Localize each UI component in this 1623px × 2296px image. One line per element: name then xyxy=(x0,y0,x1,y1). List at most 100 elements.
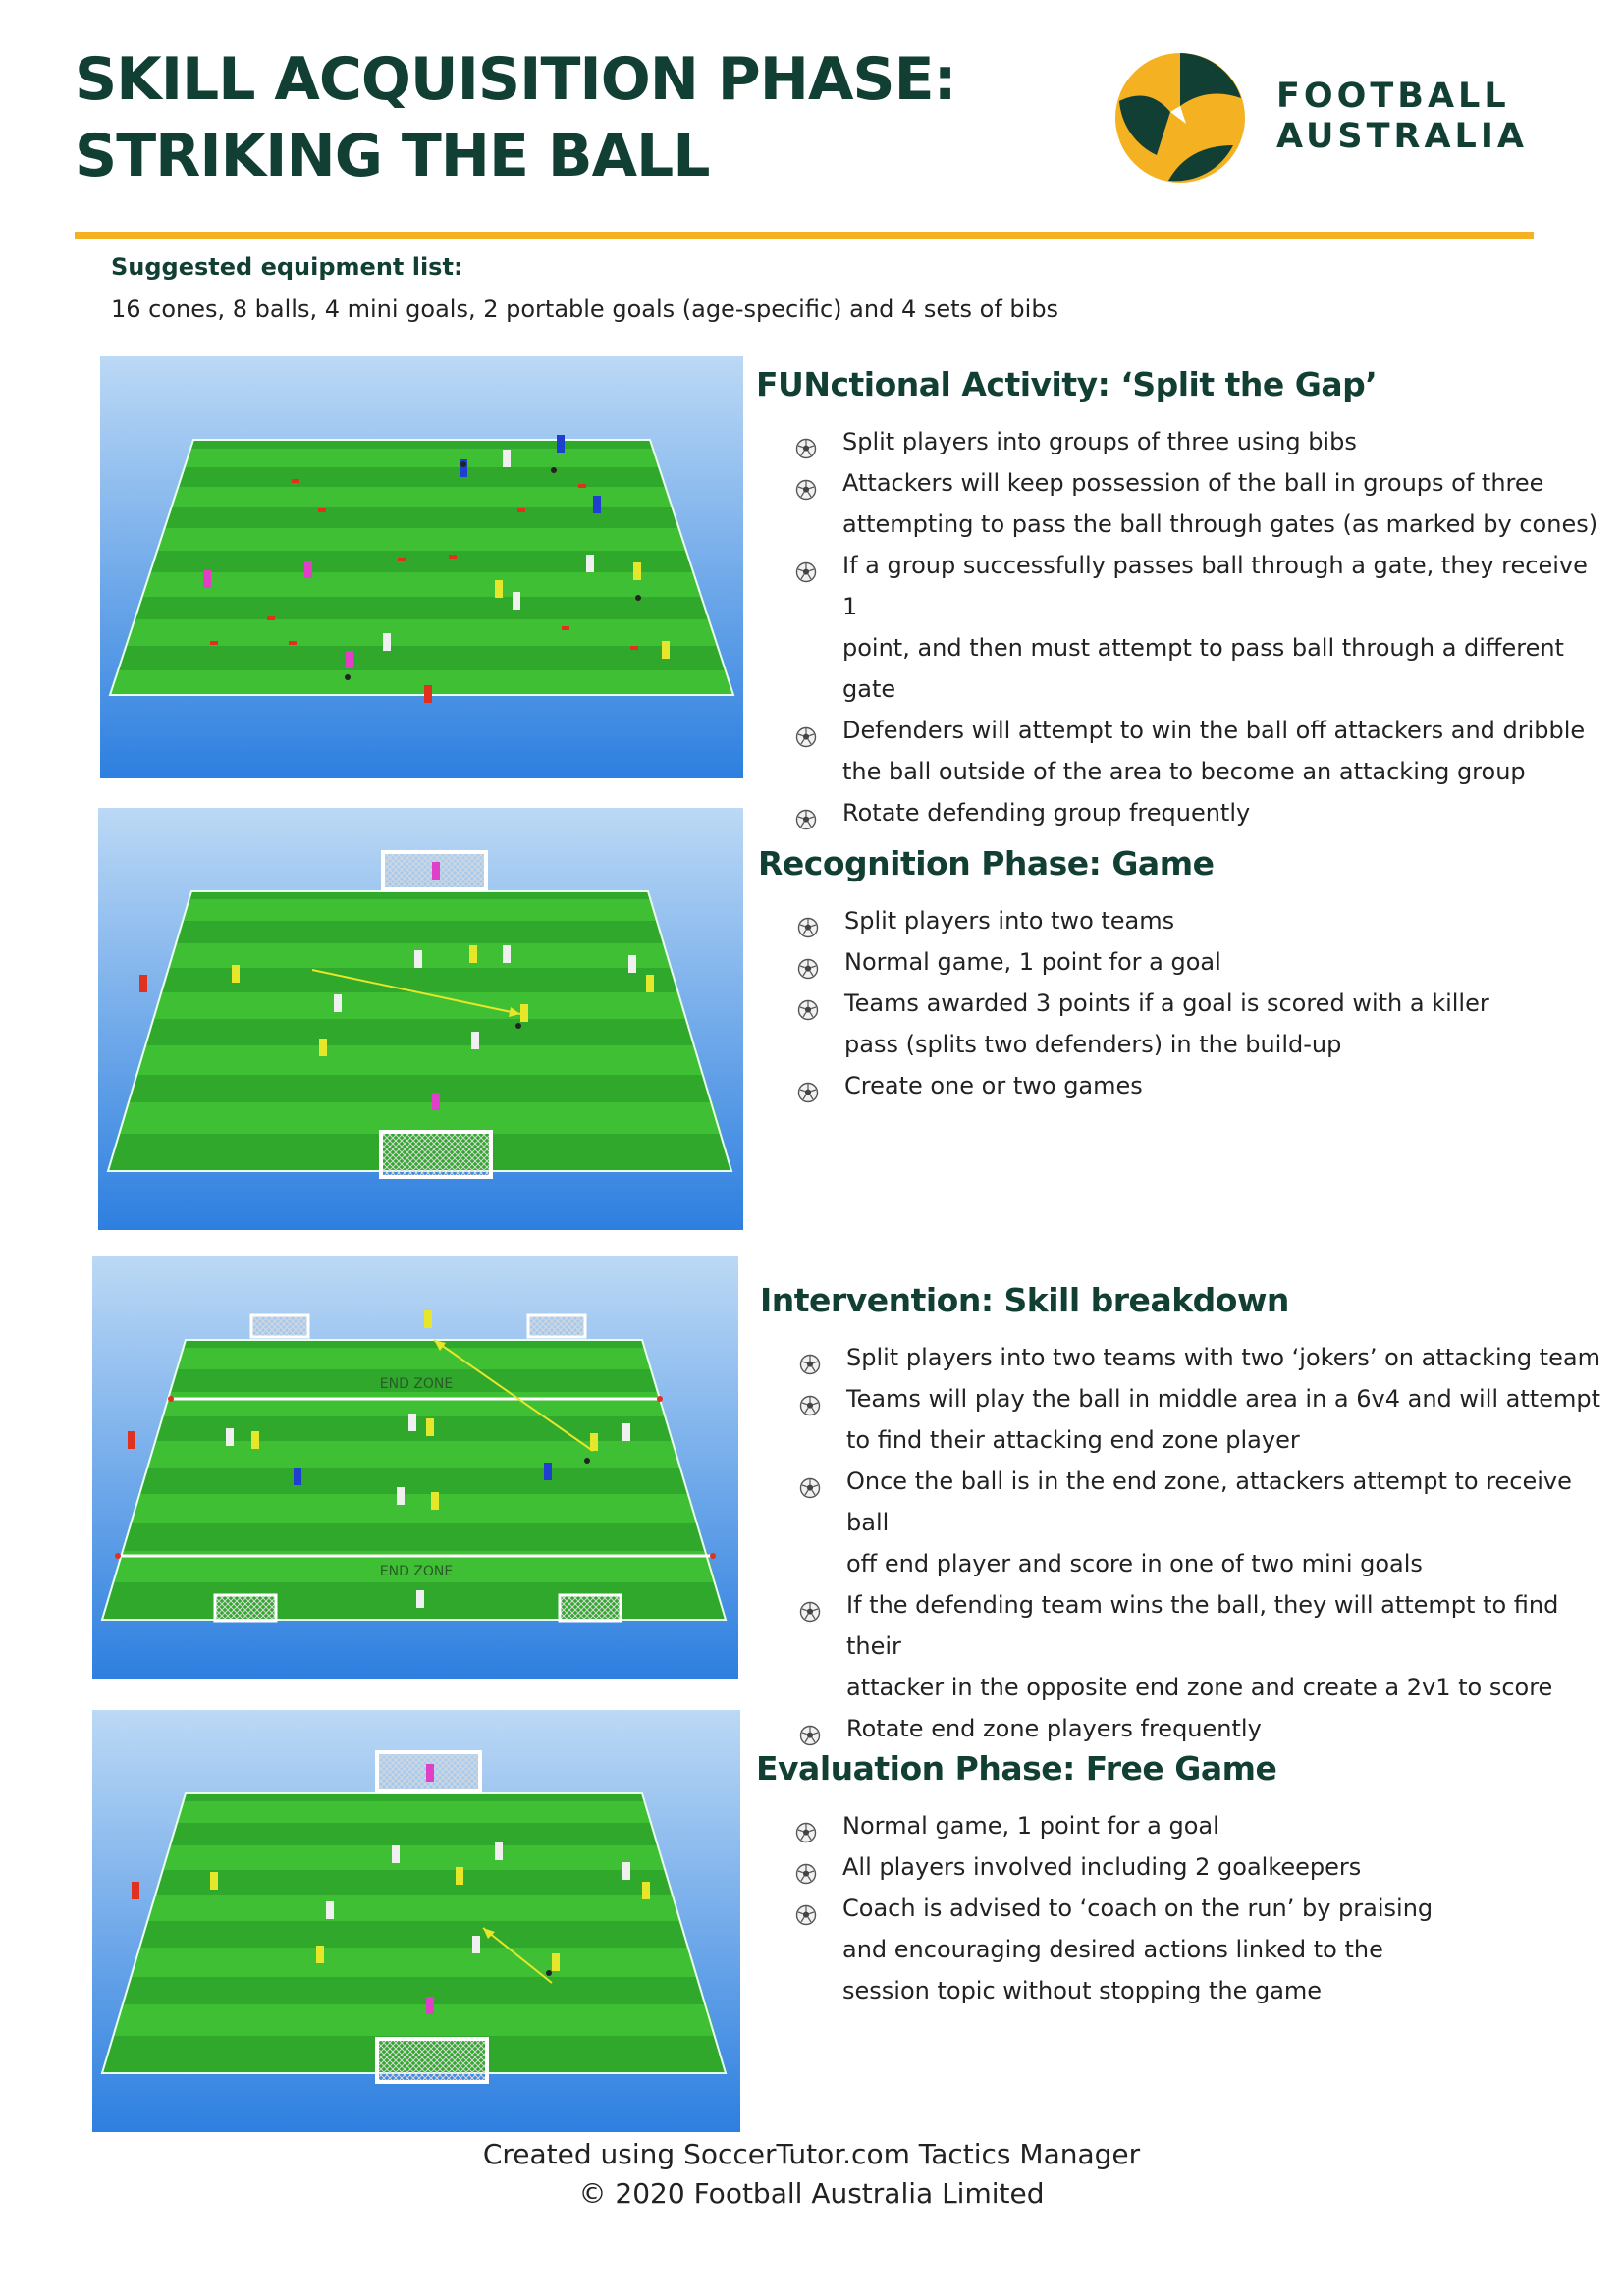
bullet-item: Normal game, 1 point for a goal xyxy=(797,941,1602,983)
football-australia-logo: FOOTBALL AUSTRALIA xyxy=(1109,47,1524,189)
bullet-text: If the defending team wins the ball, the… xyxy=(846,1591,1559,1660)
bullet-item: Coach is advised to ‘coach on the run’ b… xyxy=(795,1888,1600,1929)
soccer-ball-icon xyxy=(799,1594,821,1623)
title-line-1: SKILL ACQUISITION PHASE: xyxy=(75,45,957,114)
bullet-item: Once the ball is in the end zone, attack… xyxy=(799,1461,1604,1543)
diagram-split-the-gap xyxy=(100,356,743,778)
bullet-item: Create one or two games xyxy=(797,1065,1602,1106)
soccer-ball-icon xyxy=(799,1718,821,1746)
bullet-text: Rotate end zone players frequently xyxy=(846,1715,1262,1742)
bullet-item: If the defending team wins the ball, the… xyxy=(799,1584,1604,1667)
equipment-title: Suggested equipment list: xyxy=(111,253,463,281)
section-title: FUNctional Activity: ‘Split the Gap’ xyxy=(756,365,1378,403)
bullet-text: If a group successfully passes ball thro… xyxy=(842,552,1588,620)
logo-emblem-icon xyxy=(1115,53,1245,183)
bullet-item: Teams awarded 3 points if a goal is scor… xyxy=(797,983,1602,1024)
logo-line-1: FOOTBALL xyxy=(1276,77,1510,116)
bullet-item: the ball outside of the area to become a… xyxy=(795,751,1600,792)
bullet-item: session topic without stopping the game xyxy=(795,1970,1600,2011)
bullet-text: Once the ball is in the end zone, attack… xyxy=(846,1468,1572,1536)
bullet-item: and encouraging desired actions linked t… xyxy=(795,1929,1600,1970)
section-intervention: Intervention: Skill breakdown Split play… xyxy=(760,1281,1604,1749)
bullet-list: Split players into groups of three using… xyxy=(756,421,1600,833)
bullet-item: Rotate end zone players frequently xyxy=(799,1708,1604,1749)
section-evaluation-phase: Evaluation Phase: Free Game Normal game,… xyxy=(756,1749,1600,2011)
bullet-text: Teams awarded 3 points if a goal is scor… xyxy=(844,989,1489,1017)
bullet-text: Split players into two teams with two ‘j… xyxy=(846,1344,1600,1371)
soccer-ball-icon xyxy=(795,555,817,583)
logo-line-2: AUSTRALIA xyxy=(1276,117,1528,156)
soccer-ball-icon xyxy=(799,1388,821,1416)
bullet-text: Attackers will keep possession of the ba… xyxy=(842,469,1544,497)
soccer-ball-icon xyxy=(795,431,817,459)
soccer-ball-icon xyxy=(795,472,817,501)
bullet-item: Attackers will keep possession of the ba… xyxy=(795,462,1600,504)
page-title: SKILL ACQUISITION PHASE: STRIKING THE BA… xyxy=(75,41,1056,194)
bullet-item: Rotate defending group frequently xyxy=(795,792,1600,833)
footer-credit: Created using SoccerTutor.com Tactics Ma… xyxy=(482,2138,1141,2170)
soccer-ball-icon xyxy=(797,951,819,980)
bullet-text: Teams will play the ball in middle area … xyxy=(846,1385,1600,1413)
section-recognition-phase: Recognition Phase: Game Split players in… xyxy=(758,844,1602,1106)
bullet-text: Defenders will attempt to win the ball o… xyxy=(842,717,1586,744)
header-divider xyxy=(75,232,1534,239)
bullet-item: Split players into two teams with two ‘j… xyxy=(799,1337,1604,1378)
bullet-text: Rotate defending group frequently xyxy=(842,799,1251,827)
bullet-item: All players involved including 2 goalkee… xyxy=(795,1846,1600,1888)
equipment-list: 16 cones, 8 balls, 4 mini goals, 2 porta… xyxy=(111,295,1059,323)
soccer-ball-icon xyxy=(795,802,817,830)
section-title: Intervention: Skill breakdown xyxy=(760,1281,1289,1319)
bullet-item: Split players into two teams xyxy=(797,900,1602,941)
bullet-text: Normal game, 1 point for a goal xyxy=(842,1812,1219,1840)
bullet-text: point, and then must attempt to pass bal… xyxy=(842,634,1564,703)
bullet-text: pass (splits two defenders) in the build… xyxy=(844,1031,1342,1058)
soccer-ball-icon xyxy=(795,720,817,748)
bullet-item: attacker in the opposite end zone and cr… xyxy=(799,1667,1604,1708)
bullet-item: If a group successfully passes ball thro… xyxy=(795,545,1600,627)
end-zone-top-label: END ZONE xyxy=(380,1376,453,1392)
footer-copyright: © 2020 Football Australia Limited xyxy=(578,2177,1045,2210)
bullet-list: Split players into two teams with two ‘j… xyxy=(760,1337,1604,1749)
bullet-item: point, and then must attempt to pass bal… xyxy=(795,627,1600,710)
bullet-item: to find their attacking end zone player xyxy=(799,1419,1604,1461)
bullet-text: attacker in the opposite end zone and cr… xyxy=(846,1674,1553,1701)
soccer-ball-icon xyxy=(795,1815,817,1843)
bullet-text: to find their attacking end zone player xyxy=(846,1426,1300,1454)
bullet-text: session topic without stopping the game xyxy=(842,1977,1323,2004)
section-functional-activity: FUNctional Activity: ‘Split the Gap’ Spl… xyxy=(756,365,1600,833)
bullet-text: All players involved including 2 goalkee… xyxy=(842,1853,1362,1881)
bullet-item: off end player and score in one of two m… xyxy=(799,1543,1604,1584)
bullet-item: Normal game, 1 point for a goal xyxy=(795,1805,1600,1846)
bullet-item: Split players into groups of three using… xyxy=(795,421,1600,462)
soccer-ball-icon xyxy=(797,992,819,1021)
soccer-ball-icon xyxy=(797,1075,819,1103)
bullet-item: attempting to pass the ball through gate… xyxy=(795,504,1600,545)
bullet-text: attempting to pass the ball through gate… xyxy=(842,510,1598,538)
logo-wordmark: FOOTBALL AUSTRALIA xyxy=(1276,77,1528,157)
title-line-2: STRIKING THE BALL xyxy=(75,122,711,190)
diagram-recognition-game xyxy=(98,808,743,1230)
bullet-item: pass (splits two defenders) in the build… xyxy=(797,1024,1602,1065)
soccer-ball-icon xyxy=(797,910,819,938)
diagram-skill-breakdown: END ZONE END ZONE xyxy=(92,1256,738,1679)
section-title: Evaluation Phase: Free Game xyxy=(756,1749,1277,1788)
soccer-ball-icon xyxy=(795,1897,817,1926)
bullet-item: Teams will play the ball in middle area … xyxy=(799,1378,1604,1419)
bullet-text: Coach is advised to ‘coach on the run’ b… xyxy=(842,1895,1434,1922)
soccer-ball-icon xyxy=(799,1470,821,1499)
bullet-text: Split players into two teams xyxy=(844,907,1175,934)
section-title: Recognition Phase: Game xyxy=(758,844,1215,882)
bullet-text: Normal game, 1 point for a goal xyxy=(844,948,1221,976)
bullet-text: and encouraging desired actions linked t… xyxy=(842,1936,1383,1963)
soccer-ball-icon xyxy=(795,1856,817,1885)
bullet-text: Create one or two games xyxy=(844,1072,1143,1099)
soccer-ball-icon xyxy=(799,1347,821,1375)
end-zone-bottom-label: END ZONE xyxy=(380,1564,453,1579)
bullet-text: Split players into groups of three using… xyxy=(842,428,1357,455)
bullet-text: off end player and score in one of two m… xyxy=(846,1550,1423,1577)
diagram-free-game xyxy=(92,1710,740,2132)
bullet-text: the ball outside of the area to become a… xyxy=(842,758,1526,785)
bullet-item: Defenders will attempt to win the ball o… xyxy=(795,710,1600,751)
